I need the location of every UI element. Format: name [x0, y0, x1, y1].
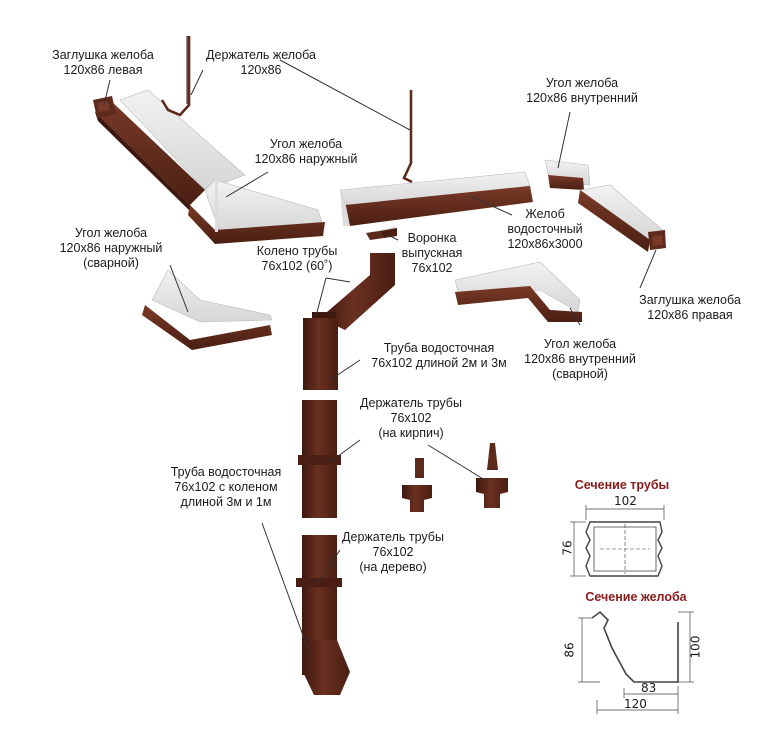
- pipe-section-height: 76: [560, 540, 575, 556]
- gutter-section-height-right: 100: [688, 635, 703, 659]
- gutter-cap-left-part: [93, 96, 116, 118]
- pipe-section-drawing: [570, 505, 665, 577]
- gutter-section-height-left: 86: [562, 642, 577, 658]
- label-gutter-bracket: Держатель желоба 120x86: [206, 48, 316, 77]
- pipe-section-width: 102: [614, 494, 637, 508]
- gutter-section-drawing: [578, 610, 694, 714]
- label-elbow: Колено трубы 76x102 (60˚): [256, 244, 338, 273]
- label-cap-left: Заглушка желоба 120x86 левая: [52, 48, 154, 77]
- label-cap-right: Заглушка желоба 120x86 правая: [639, 293, 741, 322]
- gutter-corner-inner-top-part: [544, 159, 591, 190]
- label-gutter: Желоб водосточный 120x86x3000: [507, 207, 583, 251]
- label-outlet: Воронка выпускная 76x102: [401, 231, 463, 275]
- label-corner-inner-welded: Угол желоба 120x86 внутренний (сварной): [524, 337, 636, 381]
- gutter-cap-right-part: [648, 230, 666, 250]
- gutter-section-title: Сечение желоба: [585, 590, 687, 604]
- label-pipe: Труба водосточная 76x102 длиной 2м и 3м: [371, 341, 507, 370]
- pipe-middle-part: [298, 400, 341, 518]
- gutter-central-part: [339, 171, 533, 226]
- gutter-bracket-center-part: [402, 90, 413, 184]
- label-pipe-with-elbow: Труба водосточная 76x102 с коленом длино…: [170, 465, 282, 509]
- gutter-corner-inner-welded-part: [454, 261, 582, 322]
- gutter-left-diagonal: [95, 89, 246, 214]
- pipe-holder-brick-part: [476, 443, 508, 508]
- pipe-upper-part: [303, 318, 338, 390]
- label-corner-outer: Угол желоба 120x86 наружный: [254, 137, 358, 166]
- label-pipe-holder-wood: Держатель трубы 76x102 (на дерево): [342, 530, 444, 574]
- gutter-bracket-left-part: [160, 36, 191, 117]
- gutter-section-bottom-inner: 83: [641, 681, 657, 695]
- gutter-section-bottom-total: 120: [624, 697, 647, 711]
- gutter-corner-outer-part: [188, 179, 325, 244]
- pipe-holder-wood-part: [402, 458, 432, 512]
- label-pipe-holder-brick: Держатель трубы 76x102 (на кирпич): [360, 396, 462, 440]
- label-corner-inner-top: Угол желоба 120x86 внутренний: [526, 76, 638, 105]
- gutter-corner-outer-welded-part: [142, 269, 273, 350]
- pipe-lower-part: [296, 535, 350, 695]
- label-corner-outer-welded: Угол желоба 120x86 наружный (сварной): [59, 226, 163, 270]
- pipe-section-title: Сечение трубы: [574, 478, 670, 492]
- leader-lines: [103, 59, 657, 661]
- outlet-funnel-part: [366, 227, 397, 240]
